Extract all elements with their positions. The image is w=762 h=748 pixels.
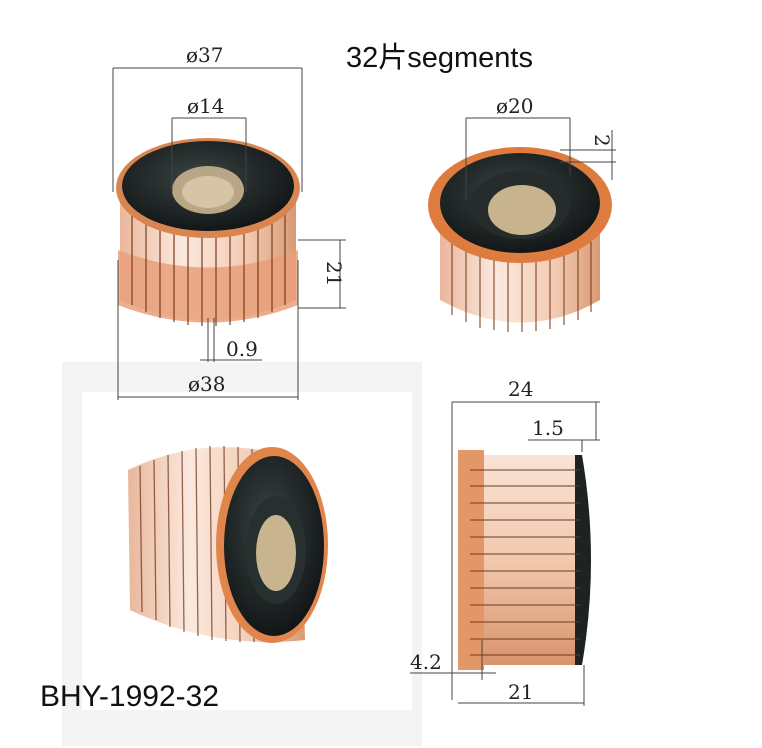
dim-bar-length: 21 [508, 680, 534, 704]
commutator-top-right [428, 147, 612, 332]
dim-shoulder: 2 [590, 134, 614, 147]
commutator-top-left [116, 138, 300, 326]
commutator-bottom-right [458, 450, 591, 670]
dim-total-length: 24 [508, 377, 534, 401]
dim-inner-diameter: ø14 [187, 94, 225, 118]
dim-slot-gap: 0.9 [226, 337, 258, 361]
dim-riser-length: 4.2 [410, 650, 442, 674]
dim-end-step: 1.5 [532, 416, 564, 440]
segments-title: 32片segments [346, 42, 533, 74]
dim-segment-height: 21 [322, 261, 346, 287]
dim-bore-diameter: ø20 [496, 94, 534, 118]
dim-base-diameter: ø38 [188, 372, 226, 396]
dimension-lines [112, 67, 616, 706]
model-code: BHY-1992-32 [40, 680, 220, 713]
commutator-bottom-left [128, 445, 328, 643]
dim-outer-diameter: ø37 [186, 43, 224, 67]
